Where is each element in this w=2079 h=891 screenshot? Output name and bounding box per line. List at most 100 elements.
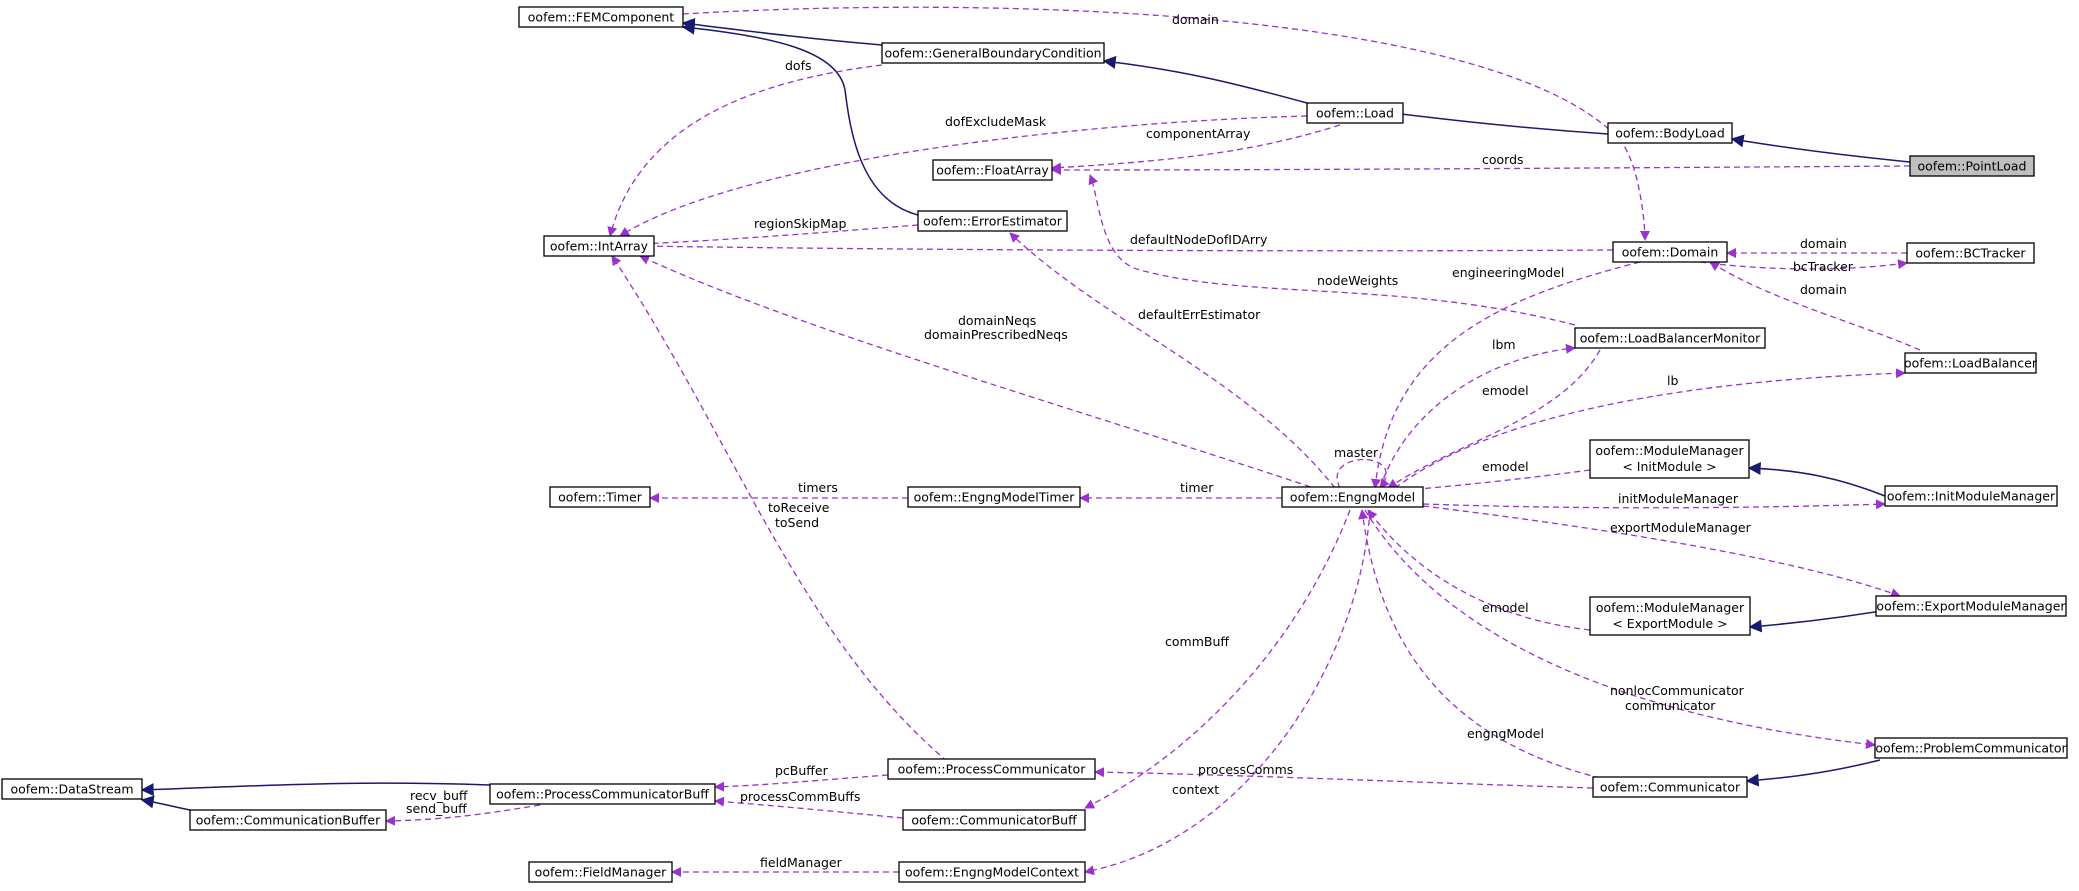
node-femcomponent[interactable]: oofem::FEMComponent: [518, 6, 684, 28]
node-floatarray[interactable]: oofem::FloatArray: [932, 159, 1053, 181]
label-communicator: communicator: [1625, 698, 1716, 713]
label-nonloccommunicator: nonlocCommunicator: [1610, 683, 1745, 698]
edge-loadbalancermonitor-nodeweights: [1088, 174, 1576, 326]
edge-modmgr-export-emodel: [1367, 509, 1591, 631]
edge-pointload-to-bodyload: [1730, 134, 1911, 163]
node-intarray[interactable]: oofem::IntArray: [543, 235, 655, 257]
node-load[interactable]: oofem::Load: [1306, 102, 1404, 124]
label-domain-lb: domain: [1800, 282, 1847, 297]
node-exportmodulemanager[interactable]: oofem::ExportModuleManager: [1875, 595, 2067, 617]
svg-text:oofem::BCTracker: oofem::BCTracker: [1915, 246, 2026, 261]
svg-text:oofem::DataStream: oofem::DataStream: [10, 782, 133, 797]
label-engineeringmodel: engineeringModel: [1452, 265, 1564, 280]
node-fieldmanager[interactable]: oofem::FieldManager: [528, 861, 673, 883]
label-timers: timers: [798, 480, 838, 495]
label-nodeweights: nodeWeights: [1317, 273, 1398, 288]
node-communicationbuffer[interactable]: oofem::CommunicationBuffer: [189, 809, 387, 831]
svg-text:< ExportModule >: < ExportModule >: [1612, 616, 1727, 631]
svg-text:oofem::ProcessCommunicator: oofem::ProcessCommunicator: [898, 762, 1087, 777]
label-emodel-lbm: emodel: [1482, 383, 1529, 398]
node-processcommunicatorbuff[interactable]: oofem::ProcessCommunicatorBuff: [489, 783, 716, 805]
label-engngmodel: engngModel: [1467, 726, 1544, 741]
svg-text:oofem::ProblemCommunicator: oofem::ProblemCommunicator: [1875, 741, 2067, 756]
svg-text:oofem::CommunicationBuffer: oofem::CommunicationBuffer: [196, 813, 381, 828]
node-timer[interactable]: oofem::Timer: [549, 486, 651, 508]
edge-problemcommunicator-to-communicator: [1745, 759, 1881, 787]
svg-text:oofem::Timer: oofem::Timer: [558, 490, 643, 505]
node-loadbalancermonitor[interactable]: oofem::LoadBalancerMonitor: [1574, 327, 1766, 349]
edge-bodyload-to-load: [1383, 106, 1609, 135]
label-domain-bct: domain: [1800, 236, 1847, 251]
label-defaultnodedofidarry: defaultNodeDofIDArry: [1130, 232, 1268, 247]
label-fieldmanager: fieldManager: [760, 855, 843, 870]
node-processcommunicator[interactable]: oofem::ProcessCommunicator: [887, 758, 1096, 780]
edge-engngmodel-exportmodulemanager: [1422, 505, 1901, 598]
edge-errorestimator-regionskipmap: [639, 224, 919, 249]
node-communicator[interactable]: oofem::Communicator: [1592, 776, 1748, 798]
edge-engngmodel-domainneqs: [639, 255, 1321, 491]
node-bctracker[interactable]: oofem::BCTracker: [1906, 242, 2035, 264]
svg-text:oofem::ModuleManager: oofem::ModuleManager: [1595, 443, 1744, 458]
label-regionskipmap: regionSkipMap: [754, 216, 847, 231]
node-bodyload[interactable]: oofem::BodyLoad: [1607, 122, 1733, 144]
node-modulemanager-exportmodule[interactable]: oofem::ModuleManager < ExportModule >: [1589, 596, 1751, 636]
node-datastream[interactable]: oofem::DataStream: [1, 778, 143, 800]
label-send-buff: send_buff: [406, 801, 467, 816]
label-lbm: lbm: [1492, 337, 1516, 352]
svg-text:oofem::EngngModel: oofem::EngngModel: [1290, 490, 1415, 505]
label-lb: lb: [1667, 373, 1678, 388]
label-processcomms: processComms: [1198, 762, 1293, 777]
node-engngmodeltimer[interactable]: oofem::EngngModelTimer: [907, 486, 1081, 508]
label-initmodulemanager: initModuleManager: [1618, 491, 1739, 506]
edge-communicator-processcomms: [1094, 767, 1594, 789]
edge-general-bc-to-femcomponent: [681, 17, 883, 46]
node-pointload[interactable]: oofem::PointLoad: [1909, 155, 2035, 177]
node-errorestimator[interactable]: oofem::ErrorEstimator: [917, 210, 1068, 232]
label-bctracker: bcTracker: [1793, 259, 1854, 274]
node-engngmodel[interactable]: oofem::EngngModel: [1281, 486, 1424, 508]
label-context: context: [1172, 782, 1219, 797]
node-problemcommunicator[interactable]: oofem::ProblemCommunicator: [1874, 737, 2068, 759]
label-dofexcludemask: dofExcludeMask: [945, 114, 1047, 129]
svg-text:oofem::IntArray: oofem::IntArray: [550, 239, 649, 254]
label-tosend: toSend: [775, 515, 819, 530]
edge-femcomponent-domain: [682, 6, 1650, 241]
svg-text:oofem::CommunicatorBuff: oofem::CommunicatorBuff: [911, 813, 1077, 828]
edge-engngmodel-context: [1084, 509, 1371, 876]
label-defaulterrestimator: defaultErrEstimator: [1138, 307, 1261, 322]
edge-engngmodel-lbm: [1379, 343, 1576, 489]
node-modulemanager-initmodule[interactable]: oofem::ModuleManager < InitModule >: [1589, 439, 1750, 479]
edge-domain-bctracker: [1699, 259, 1908, 270]
svg-text:oofem::ErrorEstimator: oofem::ErrorEstimator: [923, 214, 1063, 229]
edge-engngmodel-master: [1336, 458, 1390, 489]
svg-text:oofem::InitModuleManager: oofem::InitModuleManager: [1887, 489, 2056, 504]
edge-engngmodel-lb: [1394, 368, 1906, 489]
node-communicatorbuff[interactable]: oofem::CommunicatorBuff: [902, 809, 1086, 831]
svg-text:oofem::FEMComponent: oofem::FEMComponent: [528, 10, 675, 25]
node-general-boundary-condition[interactable]: oofem::GeneralBoundaryCondition: [881, 42, 1105, 64]
svg-text:oofem::Load: oofem::Load: [1316, 106, 1394, 121]
svg-text:oofem::Communicator: oofem::Communicator: [1600, 780, 1741, 795]
node-domain[interactable]: oofem::Domain: [1612, 241, 1728, 263]
svg-text:oofem::FieldManager: oofem::FieldManager: [535, 865, 667, 880]
edge-engngmodel-nonloccommunicator: [1364, 509, 1876, 749]
node-loadbalancer[interactable]: oofem::LoadBalancer: [1904, 352, 2038, 374]
label-commbuff: commBuff: [1165, 634, 1229, 649]
edge-errorestimator-to-femcomponent: [681, 21, 919, 216]
label-master: master: [1334, 445, 1379, 460]
edge-domain-engineeringmodel: [1371, 261, 1641, 489]
svg-text:oofem::EngngModelContext: oofem::EngngModelContext: [905, 865, 1079, 880]
label-componentarray: componentArray: [1146, 126, 1251, 141]
node-engngmodelcontext[interactable]: oofem::EngngModelContext: [898, 861, 1086, 883]
svg-text:oofem::ExportModuleManager: oofem::ExportModuleManager: [1876, 599, 2066, 614]
label-exportmodulemanager: exportModuleManager: [1610, 520, 1752, 535]
label-emodel-init: emodel: [1482, 459, 1529, 474]
edge-loadbalancer-domain: [1709, 261, 1921, 351]
label-processcommbuffs: processCommBuffs: [740, 789, 860, 804]
svg-text:oofem::EngngModelTimer: oofem::EngngModelTimer: [914, 490, 1076, 505]
label-coords: coords: [1482, 152, 1524, 167]
label-dofs: dofs: [785, 58, 812, 73]
node-initmodulemanager[interactable]: oofem::InitModuleManager: [1884, 485, 2058, 507]
label-recv-buff: recv_buff: [410, 788, 468, 803]
edge-domain-defaultnodedofidarry: [639, 241, 1614, 252]
